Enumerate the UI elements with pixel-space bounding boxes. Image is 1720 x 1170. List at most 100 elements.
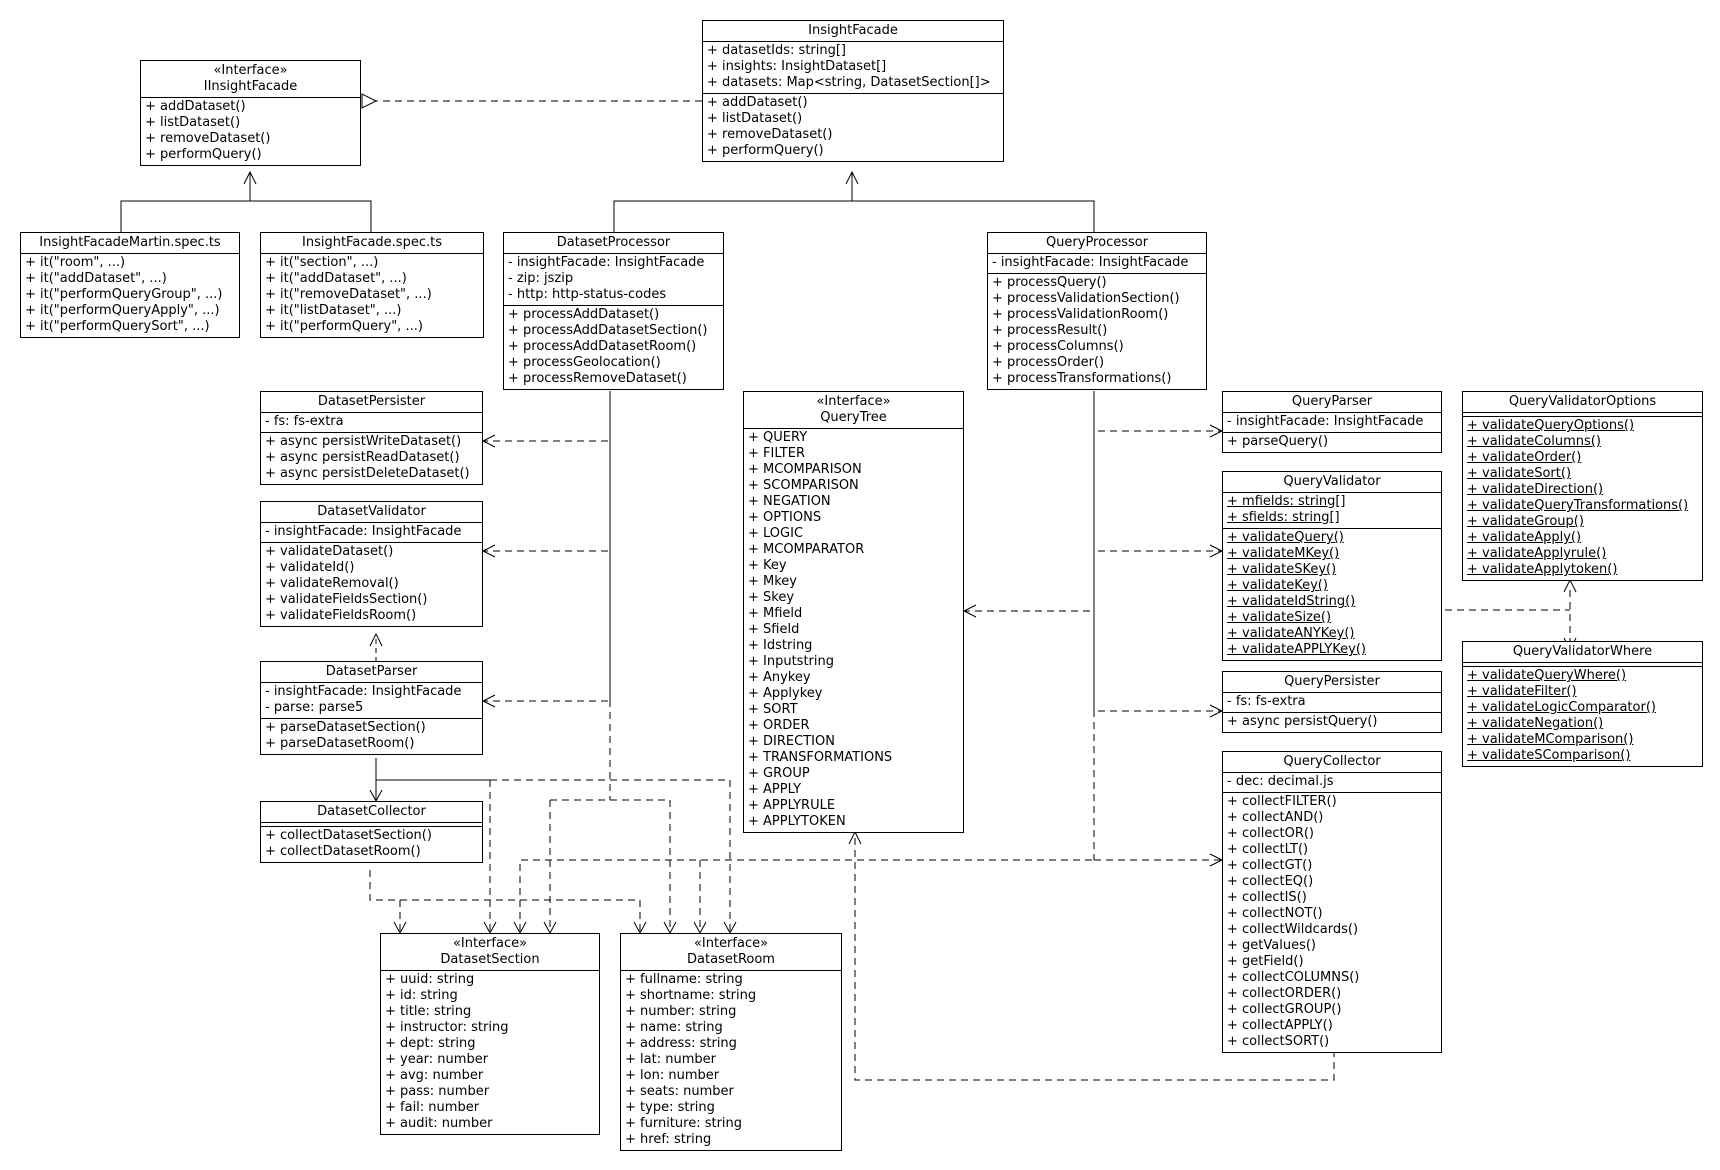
attribute: + APPLYTOKEN [748,814,846,829]
open-arrow-head [481,694,496,708]
attribute: + Inputstring [748,654,835,669]
class-queryparser[interactable]: QueryParser - insightFacade: InsightFaca… [1222,391,1442,453]
attribute: + year: number [385,1052,489,1067]
class-querycollector[interactable]: QueryCollector - dec: decimal.js + colle… [1222,751,1442,1053]
attributes: - fs: fs-extra [261,413,482,433]
attributes: + mfields: string[] + sfields: string[] [1223,493,1441,529]
attribute: + Skey [748,590,795,605]
class-name: IInsightFacade [203,79,298,94]
method: + validateOrder() [1467,450,1582,465]
method: + validateColumns() [1467,434,1601,449]
method: + validateMKey() [1227,546,1340,561]
section-room-arrowheads [393,921,737,935]
methods: + collectDatasetSection() + collectDatas… [261,827,482,862]
class-datasetcollector[interactable]: DatasetCollector + collectDatasetSection… [260,801,483,863]
class-name: InsightFacade [808,23,898,38]
dependency-qp-section-room [519,859,1092,932]
attribute: + shortname: string [625,988,757,1003]
attribute: + MCOMPARATOR [748,542,865,557]
method: + processGeolocation() [508,355,661,370]
class-querytree[interactable]: «Interface» QueryTree + QUERY+ FILTER+ M… [743,391,964,833]
method: + listDataset() [145,115,241,130]
class-datasetvalidator[interactable]: DatasetValidator - insightFacade: Insigh… [260,501,483,627]
class-header: «Interface» DatasetSection [381,934,599,971]
method: + validateSComparison() [1467,748,1631,763]
method: + validateMComparison() [1467,732,1634,747]
attribute: - parse: parse5 [265,700,364,715]
class-datasetroom[interactable]: «Interface» DatasetRoom + fullname: stri… [620,933,842,1151]
method: + validateQueryWhere() [1467,668,1627,683]
attributes: + uuid: string+ id: string+ title: strin… [381,971,599,1134]
open-arrow-head [481,434,496,448]
methods: + async persistWriteDataset() + async pe… [261,433,482,484]
attribute: + ORDER [748,718,810,733]
method: + validateFieldsSection() [265,592,428,607]
class-queryprocessor[interactable]: QueryProcessor - insightFacade: InsightF… [987,232,1207,390]
class-insightfacade[interactable]: InsightFacade + datasetIds: string[] + i… [702,20,1004,162]
class-header: DatasetProcessor [504,233,723,254]
method: + validateLogicComparator() [1467,700,1656,715]
class-queryvalidatoroptions[interactable]: QueryValidatorOptions + validateQueryOpt… [1462,391,1703,581]
open-arrow-head [481,544,496,558]
dependency-parser-section-room [489,779,731,932]
attribute: + Key [748,558,787,573]
methods: + validateQueryOptions()+ validateColumn… [1463,417,1702,580]
class-datasetprocessor[interactable]: DatasetProcessor - insightFacade: Insigh… [503,232,724,390]
stereotype: «Interface» [693,936,769,951]
attributes: - insightFacade: InsightFacade - parse: … [261,683,482,719]
method: + collectOR() [1227,826,1315,841]
class-header: QueryValidatorWhere [1463,642,1702,663]
class-insightfacademartin-spec[interactable]: InsightFacadeMartin.spec.ts + it("room",… [20,232,240,338]
class-datasetparser[interactable]: DatasetParser - insightFacade: InsightFa… [260,661,483,755]
attribute: + address: string [625,1036,737,1051]
method: + collectSORT() [1227,1034,1330,1049]
class-header: QueryValidatorOptions [1463,392,1702,413]
method: + processValidationRoom() [992,307,1169,322]
attribute: + dept: string [385,1036,476,1051]
method: + processAddDatasetSection() [508,323,708,338]
method: + processValidationSection() [992,291,1180,306]
attribute: + lon: number [625,1068,720,1083]
class-name: QueryCollector [1283,754,1381,769]
attributes: + QUERY+ FILTER+ MCOMPARISON+ SCOMPARISO… [744,429,963,832]
association-parser-collector [375,758,490,801]
method: + validateDataset() [265,544,394,559]
method: + it("performQueryGroup", ...) [25,287,223,302]
class-querypersister[interactable]: QueryPersister - fs: fs-extra + async pe… [1222,671,1442,733]
attributes: - insightFacade: InsightFacade [261,523,482,543]
method: + validateSize() [1227,610,1332,625]
attributes-empty [1463,663,1702,667]
method: + it("addDataset", ...) [265,271,407,286]
method: + validateKey() [1227,578,1328,593]
class-name: QueryTree [820,410,887,425]
method: + it("removeDataset", ...) [265,287,432,302]
methods: + validateQuery()+ validateMKey()+ valid… [1223,529,1441,660]
attribute: - dec: decimal.js [1227,774,1334,789]
class-name: QueryValidator [1283,474,1381,489]
method: + collectIS() [1227,890,1307,905]
class-datasetpersister[interactable]: DatasetPersister - fs: fs-extra + async … [260,391,483,485]
method: + it("performQuery", ...) [265,319,423,334]
attribute: + type: string [625,1100,715,1115]
class-queryvalidatorwhere[interactable]: QueryValidatorWhere + validateQueryWhere… [1462,641,1703,767]
attribute: + APPLYRULE [748,798,836,813]
attribute: + number: string [625,1004,737,1019]
method: + processQuery() [992,275,1107,290]
method: + collectCOLUMNS() [1227,970,1360,985]
class-insightfacade-spec[interactable]: InsightFacade.spec.ts + it("section", ..… [260,232,484,338]
attribute: - fs: fs-extra [1227,694,1306,709]
method: + async persistWriteDataset() [265,434,462,449]
method: + validateApplytoken() [1467,562,1618,577]
method: + collectDatasetSection() [265,828,432,843]
method: + collectEQ() [1227,874,1314,889]
attribute: - insightFacade: InsightFacade [508,255,705,270]
class-datasetsection[interactable]: «Interface» DatasetSection + uuid: strin… [380,933,600,1135]
method: + parseQuery() [1227,434,1329,449]
class-header: InsightFacade.spec.ts [261,233,483,254]
class-iinsightfacade[interactable]: «Interface» IInsightFacade + addDataset(… [140,60,361,166]
dependency-collector-querytree [854,832,1335,1081]
method: + collectAND() [1227,810,1324,825]
attribute: - insightFacade: InsightFacade [265,684,462,699]
attribute: + FILTER [748,446,805,461]
class-queryvalidator[interactable]: QueryValidator + mfields: string[] + sfi… [1222,471,1442,661]
